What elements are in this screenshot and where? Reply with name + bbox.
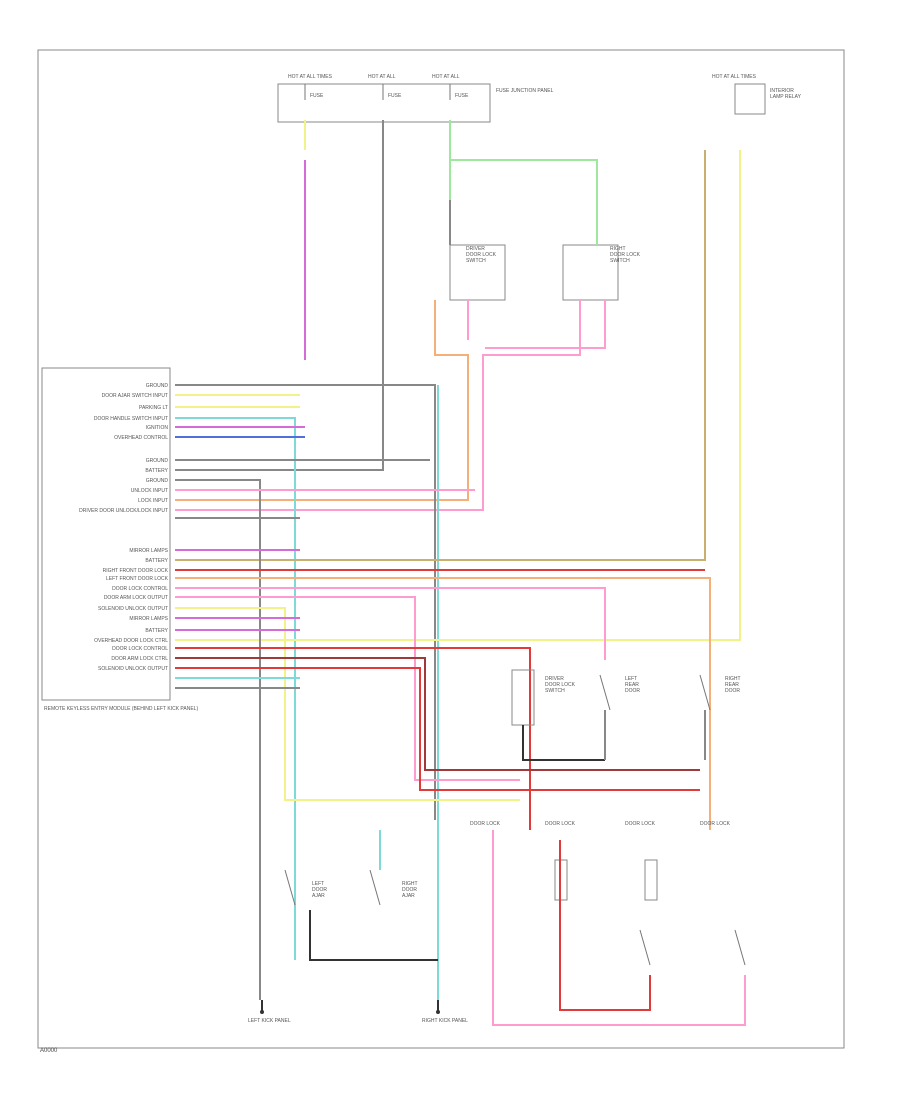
wire-l4: [175, 587, 606, 660]
svg-text:SWITCH: SWITCH: [545, 688, 565, 694]
svg-text:RIGHT KICK PANEL: RIGHT KICK PANEL: [422, 1018, 468, 1024]
module-pin-label: IGNITION: [146, 425, 169, 431]
wire-l5: [175, 596, 520, 781]
svg-text:DOOR LOCK: DOOR LOCK: [545, 821, 576, 827]
module-pin-label: OVERHEAD CONTROL: [114, 435, 168, 441]
svg-text:FUSE: FUSE: [455, 93, 469, 99]
module-pin-label: LOCK INPUT: [138, 498, 168, 504]
right-door-lock-switch: RIGHT DOOR LOCK SWITCH: [562, 244, 641, 301]
svg-text:DOOR LOCK: DOOR LOCK: [466, 252, 497, 258]
module-pin-label: RIGHT FRONT DOOR LOCK: [103, 568, 169, 574]
wire-rsw-pink2: [485, 300, 606, 349]
module-pin-label: BATTERY: [145, 558, 168, 564]
timer-box: HOT AT ALL TIMES INTERIOR LAMP RELAY: [712, 74, 802, 115]
module-pin-label: BATTERY: [145, 468, 168, 474]
svg-text:RIGHT: RIGHT: [725, 676, 741, 682]
wire-act-pink: [492, 830, 746, 1026]
svg-text:DOOR LOCK: DOOR LOCK: [545, 682, 576, 688]
wire-yellow-right: [175, 150, 741, 641]
svg-text:SWITCH: SWITCH: [466, 258, 486, 264]
svg-text:RIGHT: RIGHT: [402, 881, 418, 887]
module-pin-label: DOOR HANDLE SWITCH INPUT: [94, 416, 168, 422]
module-pin-label: GROUND: [146, 458, 169, 464]
svg-text:DOOR: DOOR: [725, 688, 740, 694]
module-pin-label: PARKING LT: [139, 405, 168, 411]
wire-act-red: [559, 840, 651, 1011]
svg-text:AJAR: AJAR: [312, 893, 325, 899]
module-pin-label: SOLENOID UNLOCK OUTPUT: [98, 606, 168, 612]
wire-interior: [175, 150, 706, 561]
module-pin-label: GROUND: [146, 478, 169, 484]
corner-code: A0000: [40, 1048, 58, 1054]
rke-module: REMOTE KEYLESS ENTRY MODULE (BEHIND LEFT…: [41, 367, 198, 712]
svg-text:INTERIOR: INTERIOR: [770, 88, 794, 94]
wire-m8: [175, 479, 261, 1000]
wire-l3: [175, 577, 711, 830]
svg-text:HOT AT ALL: HOT AT ALL: [432, 74, 460, 80]
svg-text:LEFT: LEFT: [312, 881, 324, 887]
fuse-panel: HOT AT ALL TIMES HOT AT ALL HOT AT ALL F…: [277, 74, 554, 123]
module-name: REMOTE KEYLESS ENTRY MODULE (BEHIND LEFT…: [44, 706, 198, 712]
wire-fuse2: [175, 120, 384, 471]
door-lock-actuators: DOOR LOCK DOOR LOCK DOOR LOCK DOOR LOCK: [470, 821, 746, 966]
svg-text:DOOR LOCK: DOOR LOCK: [610, 252, 641, 258]
svg-text:DRIVER: DRIVER: [545, 676, 564, 682]
wire-m1: [175, 384, 436, 820]
svg-text:DRIVER: DRIVER: [466, 246, 485, 252]
svg-text:REAR: REAR: [625, 682, 639, 688]
svg-text:LEFT: LEFT: [625, 676, 637, 682]
svg-text:FUSE: FUSE: [310, 93, 324, 99]
ground-right: RIGHT KICK PANEL: [422, 1000, 468, 1024]
module-pin-label: DOOR ARM LOCK CTRL: [111, 656, 168, 662]
wire-m4: [175, 417, 296, 960]
module-pin-labels: GROUND DOOR AJAR SWITCH INPUT PARKING LT DO…: [79, 383, 169, 672]
diagram-border: [37, 49, 845, 1049]
module-pin-label: UNLOCK INPUT: [131, 488, 168, 494]
svg-text:DOOR: DOOR: [625, 688, 640, 694]
svg-text:AJAR: AJAR: [402, 893, 415, 899]
svg-text:FUSE JUNCTION PANEL: FUSE JUNCTION PANEL: [496, 88, 554, 94]
svg-text:LAMP RELAY: LAMP RELAY: [770, 94, 802, 100]
svg-text:HOT AT ALL TIMES: HOT AT ALL TIMES: [712, 74, 757, 80]
svg-text:SWITCH: SWITCH: [610, 258, 630, 264]
wire-l6: [175, 607, 520, 801]
module-pin-label: MIRROR LAMPS: [129, 548, 168, 554]
left-door-lock-switch: DRIVER DOOR LOCK SWITCH: [449, 244, 506, 301]
module-pin-label: DOOR AJAR SWITCH INPUT: [102, 393, 168, 399]
module-pin-label: DOOR LOCK CONTROL: [112, 646, 168, 652]
ground-left: LEFT KICK PANEL: [248, 1000, 291, 1024]
wire-l9: [175, 647, 531, 830]
svg-text:DOOR LOCK: DOOR LOCK: [470, 821, 501, 827]
svg-text:HOT AT ALL: HOT AT ALL: [368, 74, 396, 80]
module-pin-label: MIRROR LAMPS: [129, 616, 168, 622]
module-pin-label: LEFT FRONT DOOR LOCK: [106, 576, 169, 582]
svg-text:DOOR LOCK: DOOR LOCK: [700, 821, 731, 827]
wire-dsw-black: [522, 725, 605, 761]
module-pin-label: OVERHEAD DOOR LOCK CTRL: [94, 638, 168, 644]
svg-text:DOOR LOCK: DOOR LOCK: [625, 821, 656, 827]
module-pin-label: DOOR LOCK CONTROL: [112, 586, 168, 592]
wire-ajar-black: [309, 910, 438, 961]
wire-l11: [175, 667, 700, 791]
svg-text:LEFT KICK PANEL: LEFT KICK PANEL: [248, 1018, 291, 1024]
svg-text:FUSE: FUSE: [388, 93, 402, 99]
svg-text:REAR: REAR: [725, 682, 739, 688]
module-pin-label: GROUND: [146, 383, 169, 389]
svg-text:RIGHT: RIGHT: [610, 246, 626, 252]
module-pin-label: DRIVER DOOR UNLOCK/LOCK INPUT: [79, 508, 168, 514]
wire-l10: [175, 657, 700, 771]
svg-text:HOT AT ALL TIMES: HOT AT ALL TIMES: [288, 74, 333, 80]
svg-text:DOOR: DOOR: [402, 887, 417, 893]
wire-fuse3-h: [450, 159, 598, 245]
wire-lsw-orange: [175, 300, 469, 501]
wire-rsw-pink: [175, 300, 581, 511]
module-pin-label: DOOR ARM LOCK OUTPUT: [104, 595, 168, 601]
module-pin-label: SOLENOID UNLOCK OUTPUT: [98, 666, 168, 672]
svg-text:DOOR: DOOR: [312, 887, 327, 893]
module-pin-label: BATTERY: [145, 628, 168, 634]
